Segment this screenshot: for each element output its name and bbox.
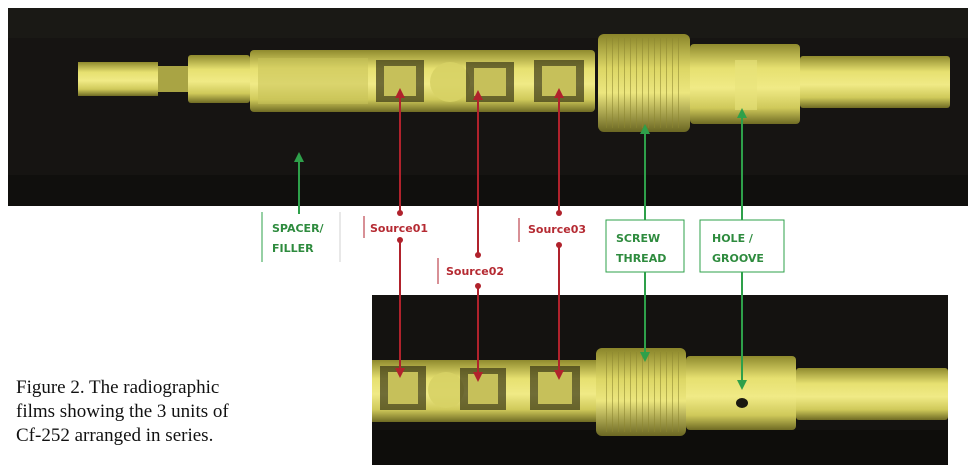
label-hole-line1: HOLE /	[712, 232, 754, 245]
groove-hole	[736, 398, 748, 408]
pointer-arrows	[294, 88, 747, 390]
label-screw-line1: SCREW	[616, 232, 660, 245]
label-hole-line2: GROOVE	[712, 252, 764, 265]
label-source03-text: Source03	[528, 223, 586, 236]
label-source01-text: Source01	[370, 222, 428, 235]
label-source02: Source02	[437, 258, 504, 284]
label-spacer-filler: SPACER/ FILLER	[261, 212, 341, 262]
label-source03: Source03	[518, 218, 586, 242]
caption-line-1: Figure 2. The radiographic	[16, 377, 220, 398]
label-spacer-line1: SPACER/	[272, 222, 325, 235]
top-film	[8, 8, 968, 206]
caption-line-2: films showing the 3 units of	[16, 401, 229, 422]
caption-line-3: Cf-252 arranged in series.	[16, 425, 214, 446]
label-source01: Source01	[363, 216, 428, 238]
label-screw-thread: SCREW THREAD	[605, 219, 685, 273]
label-screw-line2: THREAD	[616, 252, 666, 265]
label-source02-text: Source02	[446, 265, 504, 278]
label-hole-groove: HOLE / GROOVE	[699, 219, 785, 273]
figure-caption: Figure 2. The radiographic films showing…	[16, 376, 336, 448]
label-spacer-line2: FILLER	[272, 242, 314, 255]
bottom-film	[372, 295, 948, 465]
